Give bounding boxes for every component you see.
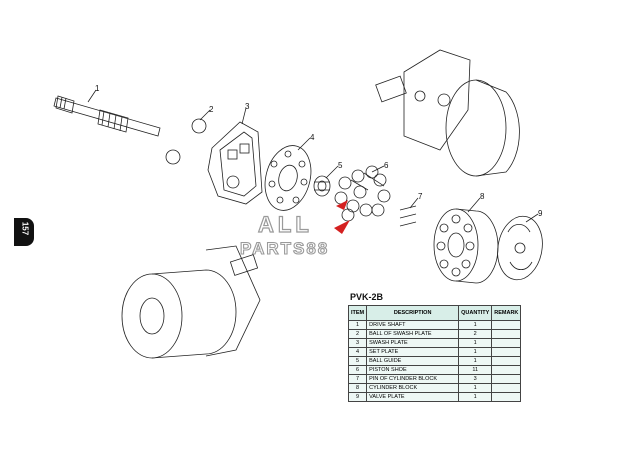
callout-8: 8: [480, 192, 485, 201]
cell-remark: [491, 383, 522, 393]
cell-description: PIN OF CYLINDER BLOCK: [366, 374, 460, 384]
cell-quantity: 1: [458, 320, 493, 330]
assembled-pump-upper-drawing: [375, 49, 520, 177]
header-quantity: QUANTITY: [458, 305, 493, 321]
cell-item: 2: [347, 329, 368, 339]
cell-remark: [491, 329, 522, 339]
cell-item: 5: [347, 356, 368, 366]
cell-remark: [491, 365, 522, 375]
watermark-red-swoosh-icon: [334, 220, 350, 234]
set-plate-drawing: [264, 145, 312, 211]
cell-remark: [491, 374, 522, 384]
cell-description: BALL OF SWASH PLATE: [366, 329, 460, 339]
cell-description: CYLINDER BLOCK: [366, 383, 460, 393]
model-label: PVK-2B: [350, 292, 384, 302]
valve-plate-drawing: [497, 215, 543, 281]
cell-remark: [491, 320, 522, 330]
cell-remark: [491, 392, 522, 402]
watermark-line2: PARTS88: [240, 239, 329, 258]
cell-remark: [491, 356, 522, 366]
ball-guide-drawing: [313, 175, 331, 197]
ball-lower-drawing: [165, 149, 181, 165]
cell-item: 9: [347, 392, 368, 402]
cell-quantity: 1: [458, 356, 493, 366]
page-number: 157: [20, 221, 30, 236]
cell-quantity: 1: [458, 347, 493, 357]
callout-4: 4: [310, 133, 315, 142]
watermark-logo: ALL PARTS88: [239, 211, 350, 259]
red-marker-icon: [336, 200, 348, 210]
page-number-tab: 157: [14, 218, 34, 246]
callout-6: 6: [384, 161, 389, 170]
header-description: DESCRIPTION: [366, 305, 460, 321]
cell-description: SET PLATE: [366, 347, 460, 357]
callout-2: 2: [209, 105, 214, 114]
drive-shaft-drawing: [53, 95, 161, 137]
cylinder-block-drawing: [433, 208, 499, 284]
cylinder-pins-drawing: [399, 205, 417, 227]
cell-quantity: 2: [458, 329, 493, 339]
header-item: ITEM: [347, 305, 368, 321]
piston-shoes-drawing: [334, 165, 391, 222]
cell-quantity: 11: [458, 365, 493, 375]
callout-5: 5: [338, 161, 343, 170]
assembled-pump-lower-drawing: [121, 245, 261, 359]
cell-description: SWASH PLATE: [366, 338, 460, 348]
cell-quantity: 1: [458, 383, 493, 393]
cell-remark: [491, 338, 522, 348]
callout-9: 9: [538, 209, 543, 218]
cell-remark: [491, 347, 522, 357]
cell-description: VALVE PLATE: [366, 392, 460, 402]
ball-upper-drawing: [191, 118, 207, 134]
cell-item: 1: [347, 320, 368, 330]
cell-description: PISTON SHOE: [366, 365, 460, 375]
callout-3: 3: [245, 102, 250, 111]
cell-description: DRIVE SHAFT: [366, 320, 460, 330]
table-header-row: ITEM DESCRIPTION QUANTITY REMARK: [347, 305, 522, 321]
watermark-line1: ALL: [258, 212, 313, 237]
cell-quantity: 1: [458, 338, 493, 348]
swash-plate-drawing: [207, 121, 263, 205]
cell-quantity: 1: [458, 392, 493, 402]
cell-item: 6: [347, 365, 368, 375]
header-remark: REMARK: [491, 305, 522, 321]
cell-item: 7: [347, 374, 368, 384]
cell-item: 4: [347, 347, 368, 357]
cell-quantity: 3: [458, 374, 493, 384]
cell-item: 3: [347, 338, 368, 348]
cell-item: 8: [347, 383, 368, 393]
cell-description: BALL GUIDE: [366, 356, 460, 366]
callout-7: 7: [418, 192, 423, 201]
callout-1: 1: [95, 84, 100, 93]
callout-leaders: [87, 89, 539, 223]
